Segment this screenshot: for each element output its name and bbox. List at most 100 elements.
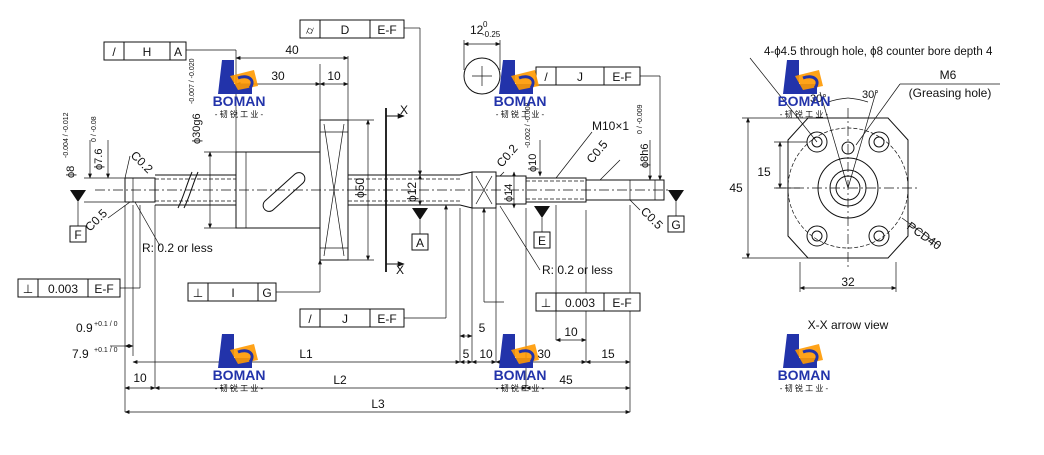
svg-text:10: 10 [133, 371, 147, 385]
section-label-top: X [400, 103, 408, 117]
svg-text:J: J [342, 312, 348, 326]
svg-text:10: 10 [479, 347, 493, 361]
svg-text:R: 0.2 or less: R: 0.2 or less [542, 263, 613, 277]
svg-text:7.9: 7.9 [72, 347, 89, 361]
svg-text:0: 0 [483, 20, 488, 29]
svg-text:- 韧 锐 工 业 -: - 韧 锐 工 业 - [496, 383, 545, 393]
svg-text:R: 0.2 or less: R: 0.2 or less [142, 241, 213, 255]
fcf-perp-i: ⊥ I G [187, 282, 277, 302]
svg-text:BOMAN: BOMAN [213, 367, 266, 383]
svg-text:BOMAN: BOMAN [213, 93, 266, 109]
svg-text:E-F: E-F [612, 70, 631, 84]
datum-a: A [416, 236, 424, 250]
svg-text:/: / [308, 312, 312, 326]
svg-text:C0.5: C0.5 [584, 137, 611, 166]
svg-text:0 / -0.08: 0 / -0.08 [91, 116, 98, 142]
svg-text:0.003: 0.003 [565, 296, 595, 310]
watermark-logo: BOMAN - 韧 锐 工 业 - [213, 58, 266, 119]
svg-text:BOMAN: BOMAN [494, 93, 547, 109]
svg-text:BOMAN: BOMAN [778, 367, 831, 383]
svg-text:- 韧 锐 工 业 -: - 韧 锐 工 业 - [780, 383, 829, 393]
svg-text:5: 5 [479, 321, 486, 335]
watermark-logo: BOMAN - 韧 锐 工 业 - [778, 332, 831, 393]
svg-text:M6: M6 [940, 68, 957, 82]
svg-text:⊥: ⊥ [193, 286, 203, 300]
svg-text:D: D [341, 23, 350, 37]
datum-e-triangle [534, 206, 550, 218]
svg-text:E-F: E-F [94, 282, 113, 296]
svg-text:ϕ10: ϕ10 [527, 154, 539, 172]
svg-text:30°: 30° [862, 89, 879, 101]
svg-text:ϕ14: ϕ14 [503, 184, 515, 202]
svg-text:0.9: 0.9 [76, 321, 93, 335]
svg-text:30: 30 [537, 347, 551, 361]
svg-text:-0.007 / -0.020: -0.007 / -0.020 [189, 58, 196, 104]
svg-text:-0.002 / -0.008: -0.002 / -0.008 [525, 102, 532, 148]
svg-text:40: 40 [285, 43, 299, 57]
svg-text:12: 12 [470, 23, 484, 37]
watermark-logo: BOMAN - 韧 锐 工 业 - [494, 332, 547, 393]
svg-text:G: G [262, 286, 271, 300]
svg-text:BOMAN: BOMAN [494, 367, 547, 383]
svg-text:E-F: E-F [377, 312, 396, 326]
svg-text:-0.004 / -0.012: -0.004 / -0.012 [63, 112, 70, 158]
fcf-j-top: / J E-F [535, 66, 641, 86]
svg-text:ϕ12: ϕ12 [405, 182, 419, 202]
watermark-logo: BOMAN - 韧 锐 工 业 - [778, 58, 831, 119]
svg-text:(Greasing hole): (Greasing hole) [909, 86, 992, 100]
greasing-hole [841, 141, 855, 155]
datum-boxes: F A E G X X [69, 103, 685, 277]
fcf-d: ⌭ D E-F [299, 19, 405, 39]
svg-text:ϕ30g6: ϕ30g6 [191, 113, 203, 144]
datum-e: E [538, 234, 546, 248]
svg-text:⊥: ⊥ [23, 282, 33, 296]
svg-text:45: 45 [559, 373, 573, 387]
svg-text:30: 30 [271, 69, 285, 83]
watermark-logo: BOMAN - 韧 锐 工 业 - [494, 58, 547, 119]
datum-g: G [671, 218, 680, 232]
view-caption: X-X arrow view [808, 318, 889, 332]
right-journal [585, 179, 665, 201]
svg-text:⌭: ⌭ [306, 25, 314, 37]
svg-text:10: 10 [564, 325, 578, 339]
svg-text:ϕ50: ϕ50 [353, 178, 367, 198]
svg-text:30°: 30° [810, 93, 827, 105]
svg-text:10: 10 [327, 69, 341, 83]
datum-f: F [74, 228, 81, 242]
svg-text:15: 15 [601, 347, 615, 361]
datum-a-triangle [412, 208, 428, 220]
svg-text:E-F: E-F [377, 23, 396, 37]
nut-flange [319, 119, 349, 261]
left-journal [124, 177, 156, 203]
fcf-perp-left: ⊥ 0.003 E-F [17, 278, 121, 298]
svg-text:BOMAN: BOMAN [778, 93, 831, 109]
svg-text:+0.1 / 0: +0.1 / 0 [94, 347, 118, 354]
nut-slot [262, 172, 306, 212]
fcf-h: / H A [103, 41, 187, 61]
svg-text:0 / -0.009: 0 / -0.009 [637, 104, 644, 134]
dimension-lines [84, 27, 662, 414]
svg-text:ϕ8: ϕ8 [65, 166, 77, 178]
fcf-j-bottom: / J E-F [299, 308, 405, 328]
svg-text:L2: L2 [333, 373, 347, 387]
flange-hole-note: 4-ϕ4.5 through hole, ϕ8 counter bore dep… [764, 46, 993, 58]
svg-text:PCD40: PCD40 [904, 219, 944, 253]
screw-shaft-left [155, 174, 236, 206]
datum-g-triangle [668, 190, 684, 202]
end-circle [463, 57, 501, 95]
shaft-view [70, 57, 684, 272]
flange-view: 4-ϕ4.5 through hole, ϕ8 counter bore dep… [729, 46, 1000, 332]
flange-outline [787, 117, 909, 259]
svg-text:- 韧 锐 工 业 -: - 韧 锐 工 业 - [215, 383, 264, 393]
svg-text:-0.25: -0.25 [482, 30, 501, 39]
svg-text:C0.5: C0.5 [638, 204, 666, 232]
svg-text:+0.1 / 0: +0.1 / 0 [94, 321, 118, 328]
fcf-perp-right: ⊥ 0.003 E-F [535, 292, 641, 312]
svg-text:ϕ7.6: ϕ7.6 [93, 149, 105, 170]
svg-text:A: A [174, 45, 182, 59]
svg-text:15: 15 [757, 165, 771, 179]
watermark-logo: BOMAN - 韧 锐 工 业 - [213, 332, 266, 393]
datum-f-triangle [70, 190, 86, 202]
svg-text:/: / [112, 45, 116, 59]
svg-text:32: 32 [841, 275, 855, 289]
